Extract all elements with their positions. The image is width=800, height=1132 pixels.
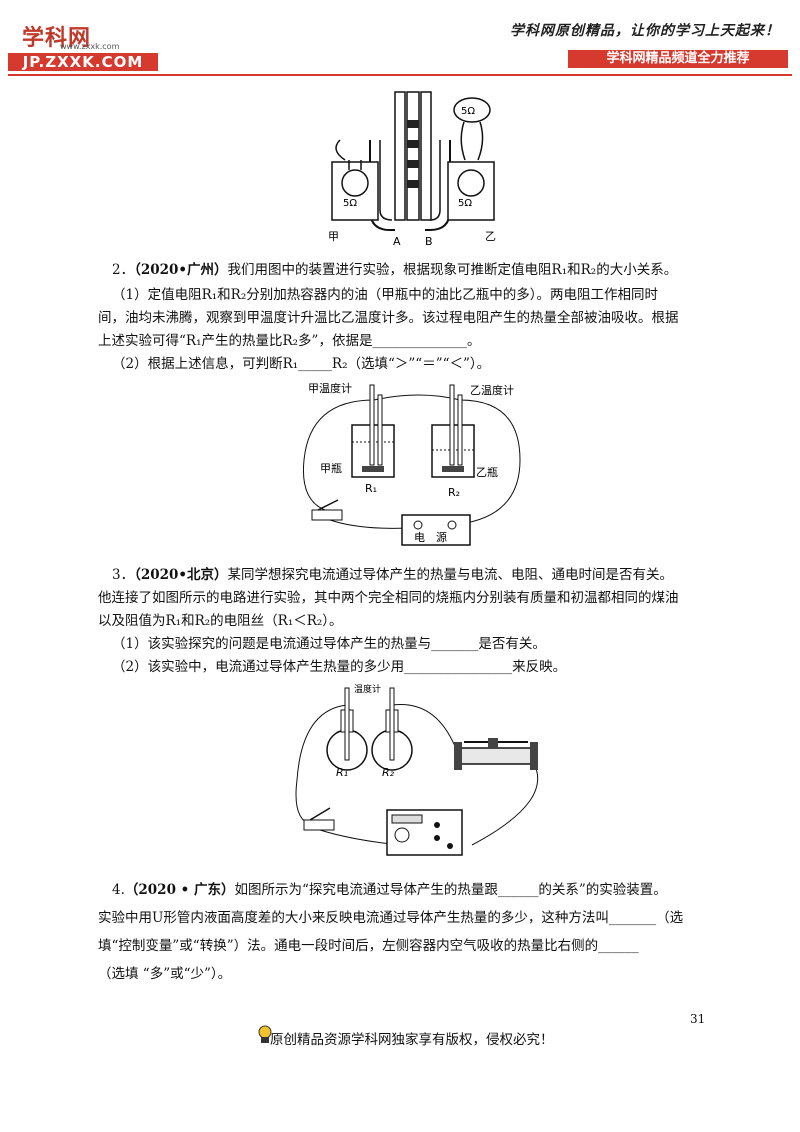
header-logo-url: www.zxxk.com: [60, 42, 120, 51]
q2-source: （2020•广州）: [134, 262, 228, 278]
header-logo-text: 学科网: [22, 26, 92, 51]
q3-stem-line: 3．（2020•北京）某同学想探究电流通过导体产生的热量与电流、电阻、通电时间是…: [112, 565, 732, 585]
header-slogan: 学科网原创精品，让你的学习上天起来！: [510, 23, 780, 39]
q4-stem-line: 4.（2020 • 广东）如图所示为“探究电流通过导体产生的热量跟______的…: [112, 880, 732, 900]
figure-flask-circuit: R₁ R₂ 温度计: [295, 683, 539, 856]
bottle-left-label: 甲瓶: [320, 461, 342, 475]
figure1-left-label: 甲: [328, 230, 339, 243]
header-divider: [8, 74, 792, 76]
q2-part2: （2）根据上述信息，可判断R₁_____R₂（选填“＞”“＝”“＜”）。: [112, 356, 491, 372]
figure-oil-bottles-circuit: 甲温度计 甲瓶 R₁ 乙温度计 乙瓶 R₂ 电 源: [302, 381, 521, 546]
q3-r2-label: R₂: [382, 766, 395, 779]
q3-r1-label: R₁: [336, 766, 348, 779]
footer-mascot-icon: [258, 1025, 272, 1043]
bottle-right-label: 乙瓶: [476, 465, 498, 479]
left-resistor-label: 5Ω: [343, 198, 357, 209]
q4-line1: 如图所示为“探究电流通过导体产生的热量跟______的关系”的实验装置。: [234, 882, 667, 898]
figure1-b-label: B: [425, 235, 433, 248]
q3-source: （2020•北京）: [134, 567, 228, 583]
header-logo-domain: JP.ZXXK.COM: [8, 53, 158, 71]
q3-part1: （1）该实验探究的问题是电流通过导体产生的热量与_______是否有关。: [112, 636, 546, 652]
footer-copyright: 原创精品资源学科网独家享有版权，侵权必究！: [270, 1032, 554, 1048]
q2-part1-line3: 上述实验可得“R₁产生的热量比R₂多”，依据是______________。: [98, 333, 481, 349]
q4-source: （2020 • 广东）: [124, 882, 235, 898]
r2-label: R₂: [448, 486, 460, 499]
power-supply-label: 电 源: [414, 530, 447, 544]
thermometer-right-label: 乙温度计: [470, 383, 514, 397]
q3-line3: 以及阻值为R₁和R₂的电阻丝（R₁＜R₂）。: [98, 613, 343, 629]
thermometer-left-label: 甲温度计: [308, 381, 352, 395]
q4-line3: 填“控制变量”或“转换”）法。通电一段时间后，左侧容器内空气吸收的热量比右侧的_…: [98, 938, 639, 954]
q3-line2: 他连接了如图所示的电路进行实验，其中两个完全相同的烧瓶内分别装有质量和初温都相同…: [98, 590, 679, 606]
r1-label: R₁: [365, 482, 377, 495]
figure-u-tube-apparatus: 5Ω 5Ω 5Ω 甲 A B 乙: [328, 91, 496, 248]
page-number: 31: [690, 1012, 706, 1026]
q2-part1-line1: （1）定值电阻R₁和R₂分别加热容器内的油（甲瓶中的油比乙瓶中的多）。两电阻工作…: [112, 287, 658, 303]
q3-number: 3．: [112, 567, 135, 583]
q2-stem: 我们用图中的装置进行实验，根据现象可推断定值电阻R₁和R₂的大小关系。: [227, 262, 678, 278]
header-channel-banner: 学科网精品频道全力推荐: [568, 50, 788, 68]
q3-part2: （2）该实验中，电流通过导体产生热量的多少用________________来反…: [112, 659, 567, 675]
q2-number: 2．: [112, 262, 135, 278]
figure1-right-label: 乙: [485, 230, 496, 243]
q4-number: 4.: [112, 882, 125, 898]
q4-line4: （选填 “多”或“少”）。: [98, 966, 232, 982]
q3-line1: 某同学想探究电流通过导体产生的热量与电流、电阻、通电时间是否有关。: [227, 567, 674, 583]
top-resistor-label: 5Ω: [461, 106, 475, 117]
q4-line2: 实验中用U形管内液面高度差的大小来反映电流通过导体产生热量的多少，这种方法叫__…: [98, 910, 684, 926]
right-resistor-label: 5Ω: [458, 198, 472, 209]
figure1-a-label: A: [393, 235, 401, 248]
thermometer-label: 温度计: [354, 683, 381, 695]
q2-stem-line: 2．（2020•广州）我们用图中的装置进行实验，根据现象可推断定值电阻R₁和R₂…: [112, 260, 732, 280]
q2-part1-line2: 间，油均未沸腾，观察到甲温度计升温比乙温度计多。该过程电阻产生的热量全部被油吸收…: [98, 310, 679, 326]
